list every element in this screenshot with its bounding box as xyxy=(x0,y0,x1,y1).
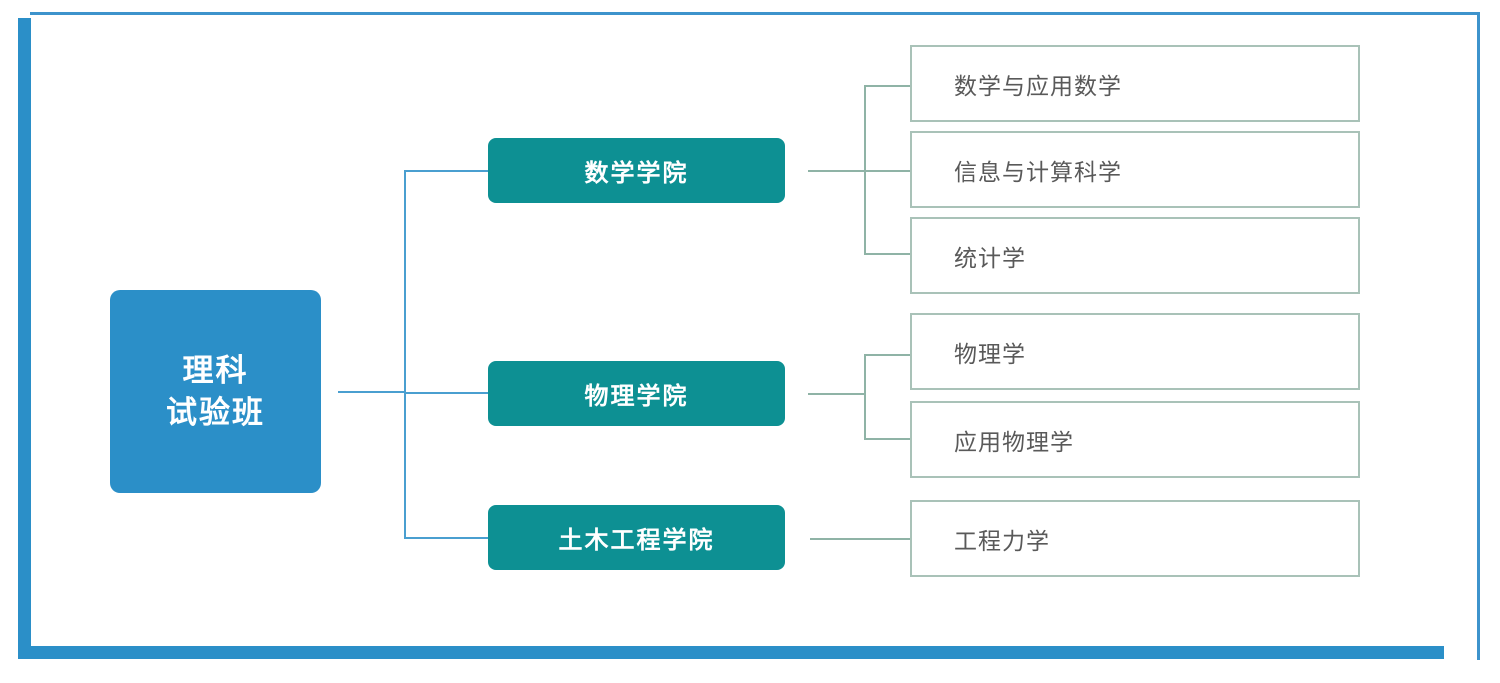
connector-root-to-math xyxy=(404,170,488,172)
node-department-civil-label: 土木工程学院 xyxy=(558,527,715,554)
node-major-label: 物理学 xyxy=(954,340,1026,367)
node-department-math[interactable]: 数学学院 xyxy=(488,138,785,203)
connector-physics-major-0 xyxy=(864,354,910,356)
frame-top-border xyxy=(30,12,1480,15)
node-major[interactable]: 工程力学 xyxy=(910,500,1360,577)
connector-math-major-1 xyxy=(864,170,910,172)
node-major[interactable]: 物理学 xyxy=(910,313,1360,390)
connector-civil-major-0 xyxy=(810,538,910,540)
node-major[interactable]: 数学与应用数学 xyxy=(910,45,1360,122)
node-major-label: 数学与应用数学 xyxy=(954,72,1122,99)
connector-root-trunk xyxy=(404,170,406,539)
frame-right-border xyxy=(1477,12,1480,660)
node-department-physics-label: 物理学院 xyxy=(584,383,689,410)
node-department-math-label: 数学学院 xyxy=(584,160,689,187)
node-major-label: 工程力学 xyxy=(954,527,1050,554)
node-root-label-line1: 理科 xyxy=(182,352,249,388)
frame-left-bar xyxy=(18,18,31,659)
node-major[interactable]: 应用物理学 xyxy=(910,401,1360,478)
connector-physics-major-1 xyxy=(864,438,910,440)
node-department-physics[interactable]: 物理学院 xyxy=(488,361,785,426)
connector-root-stub xyxy=(338,391,406,393)
node-department-civil[interactable]: 土木工程学院 xyxy=(488,505,785,570)
node-major-label: 信息与计算科学 xyxy=(954,158,1122,185)
node-major-label: 统计学 xyxy=(954,244,1026,271)
node-root[interactable]: 理科 试验班 xyxy=(110,290,321,493)
frame-bottom-bar xyxy=(18,646,1444,659)
connector-root-to-physics xyxy=(404,392,488,394)
connector-math-major-2 xyxy=(864,253,910,255)
connector-math-stub xyxy=(808,170,866,172)
connector-math-major-0 xyxy=(864,85,910,87)
connector-physics-trunk xyxy=(864,354,866,440)
node-major[interactable]: 信息与计算科学 xyxy=(910,131,1360,208)
connector-physics-stub xyxy=(808,393,866,395)
node-major[interactable]: 统计学 xyxy=(910,217,1360,294)
node-major-label: 应用物理学 xyxy=(954,428,1074,455)
node-root-label-line2: 试验班 xyxy=(166,394,265,430)
connector-root-to-civil xyxy=(404,537,488,539)
